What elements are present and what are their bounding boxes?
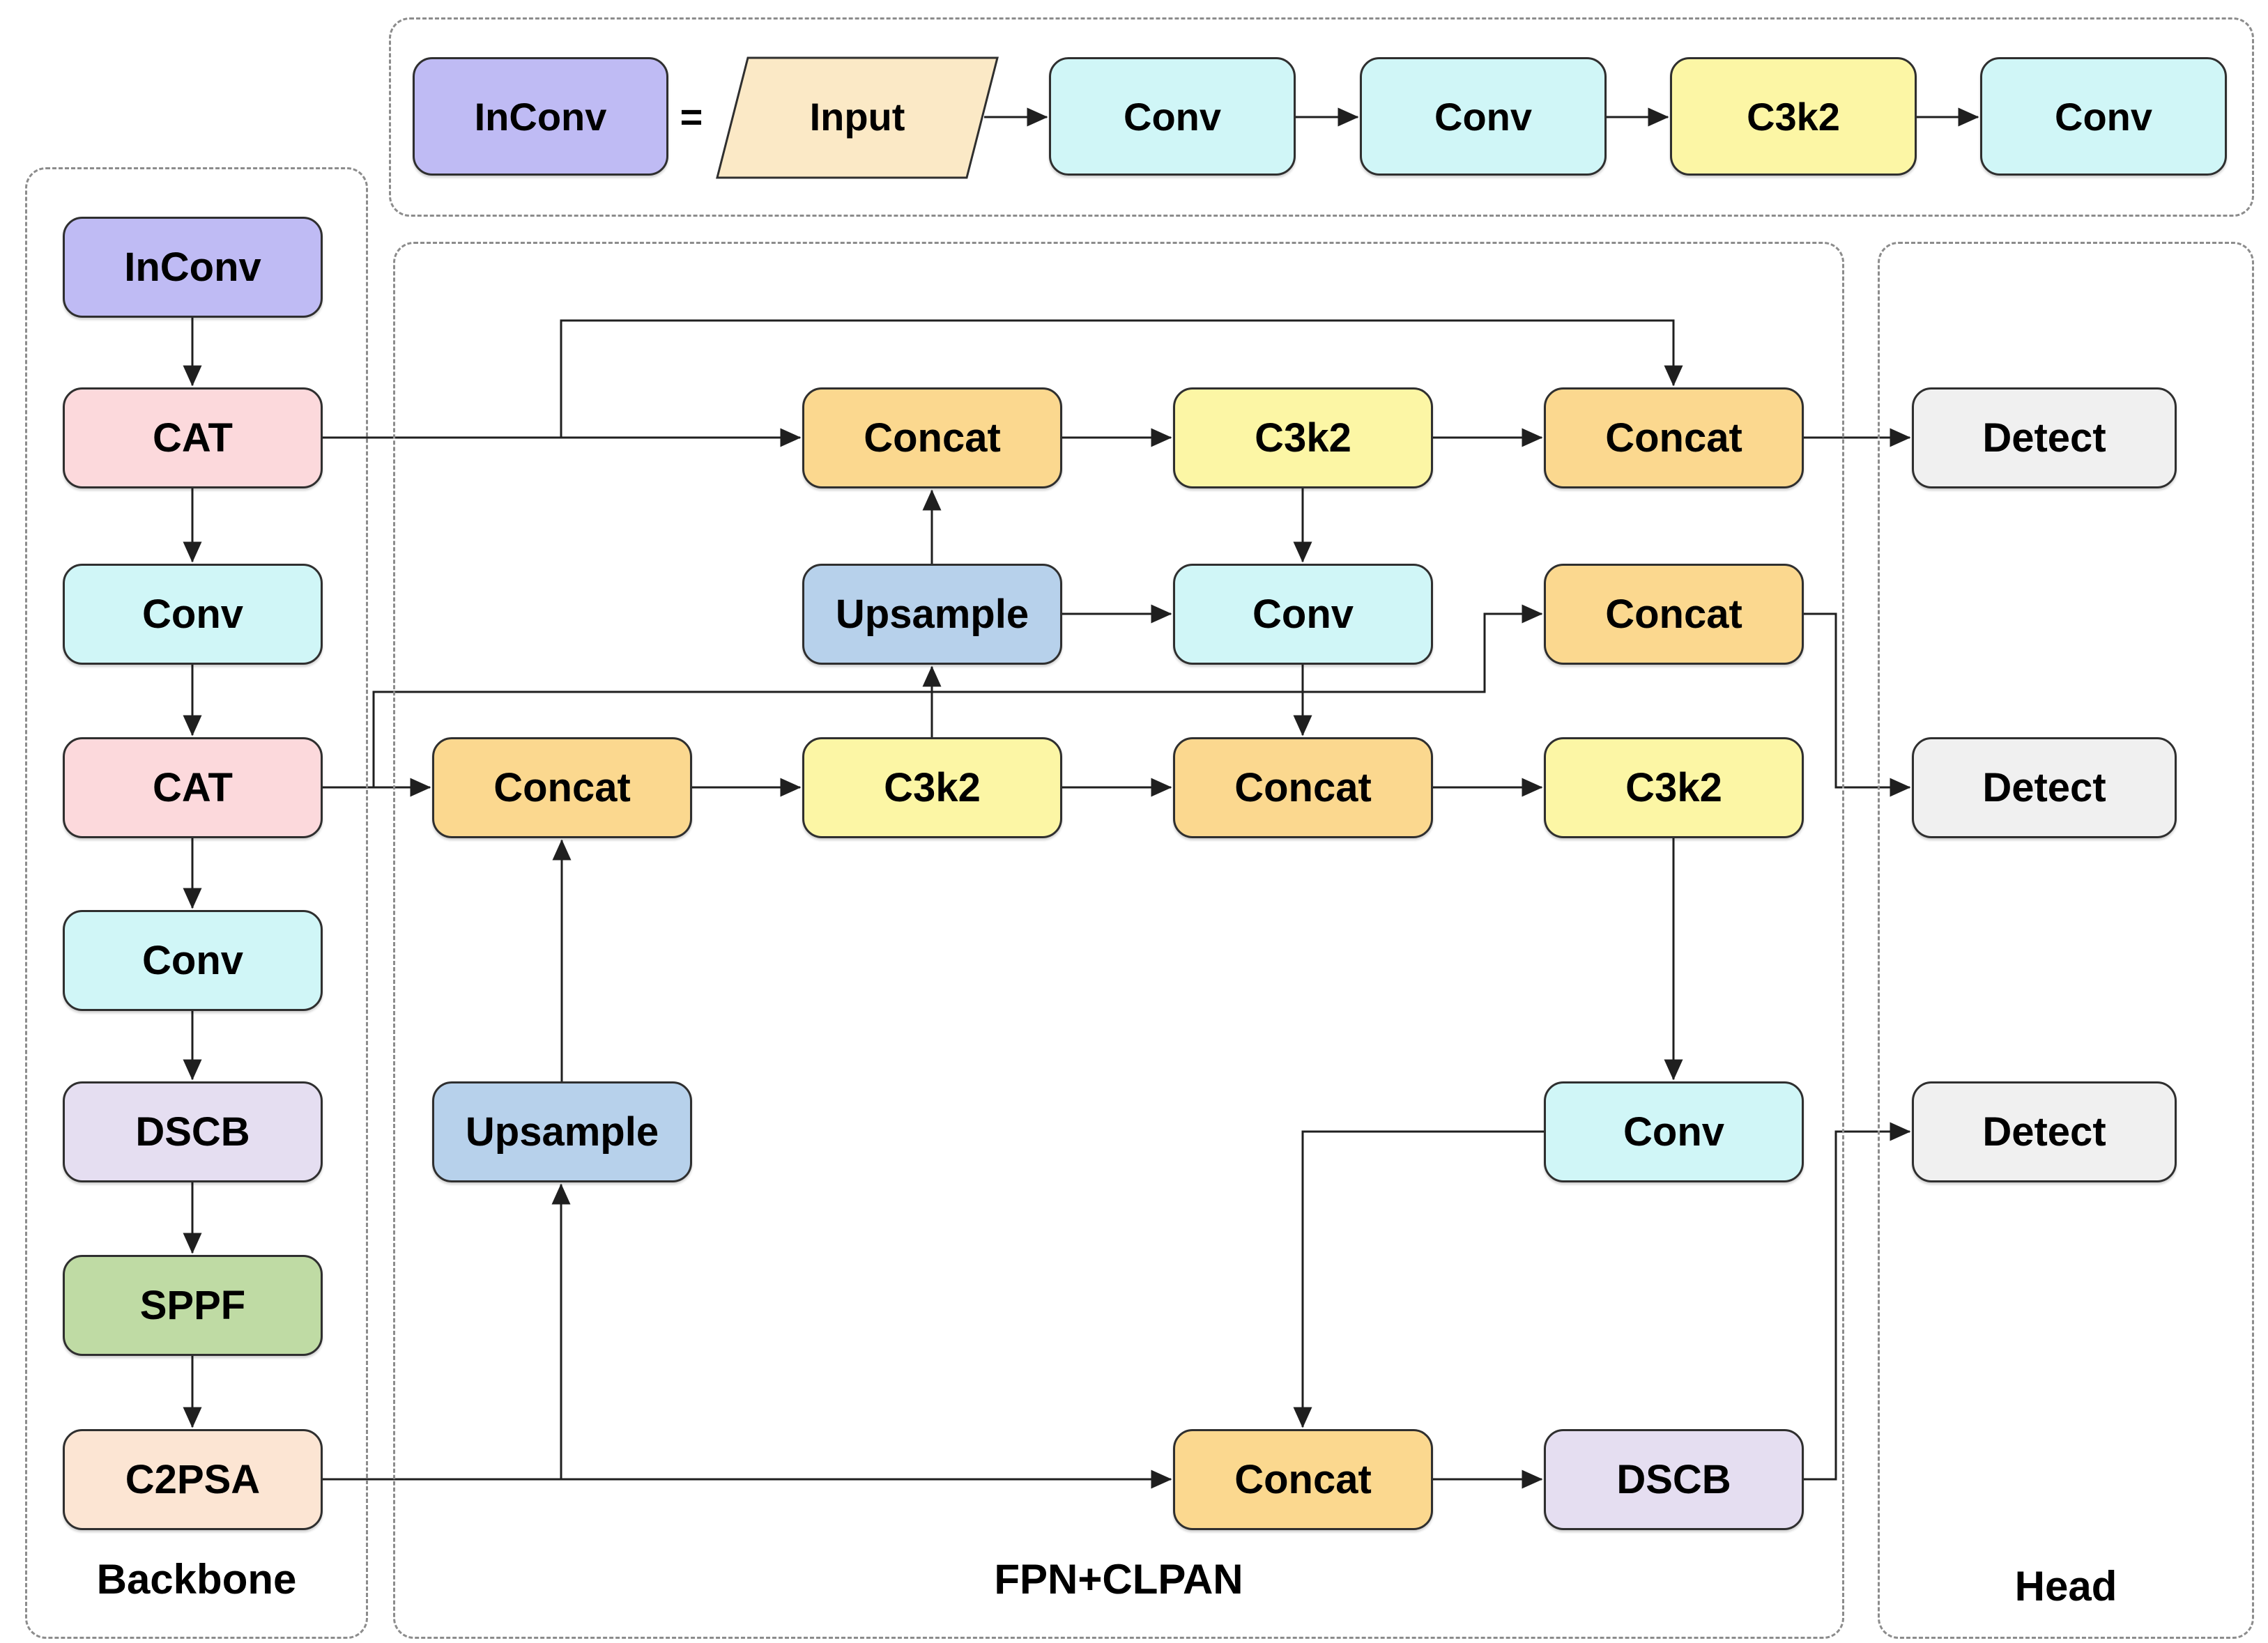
- fpn-r3-c3k2a-node: C3k2: [802, 737, 1062, 838]
- input-parallelogram-shape: [716, 56, 999, 179]
- fpn-r5-dscb-node: DSCB: [1544, 1429, 1804, 1530]
- fpn-r2-upsample-node: Upsample: [802, 564, 1062, 665]
- backbone-cat2-node: CAT: [63, 737, 323, 838]
- fpn-label: FPN+CLPAN: [994, 1556, 1243, 1603]
- fpn-r1-c3k2-node: C3k2: [1173, 387, 1433, 488]
- connector-cat2-skip-r2concat: [372, 604, 1543, 787]
- legend-conv-node-1: Conv: [1049, 57, 1296, 176]
- head-panel: [1878, 242, 2254, 1639]
- backbone-sppf-node: SPPF: [63, 1255, 323, 1356]
- connector-cat1-skip-r1concat2: [560, 319, 1683, 438]
- legend-inconv-node: InConv: [413, 57, 668, 176]
- connector-r4conv-r5concat: [1293, 1130, 1544, 1428]
- legend-panel: [389, 17, 2254, 217]
- fpn-r3-c3k2b-node: C3k2: [1544, 737, 1804, 838]
- fpn-r3-concat1-node: Concat: [432, 737, 692, 838]
- head-detect3-node: Detect: [1912, 1081, 2177, 1182]
- backbone-c2psa-node: C2PSA: [63, 1429, 323, 1530]
- backbone-label: Backbone: [96, 1556, 297, 1603]
- backbone-conv1-node: Conv: [63, 564, 323, 665]
- connector-r5dscb-detect3: [1803, 1122, 1911, 1481]
- fpn-r1-concat2-node: Concat: [1544, 387, 1804, 488]
- fpn-r2-conv-node: Conv: [1173, 564, 1433, 665]
- fpn-r4-conv-node: Conv: [1544, 1081, 1804, 1182]
- legend-c3k2-node: C3k2: [1670, 57, 1917, 176]
- fpn-r1-concat1-node: Concat: [802, 387, 1062, 488]
- head-label: Head: [2014, 1563, 2117, 1610]
- input-parallelogram: [716, 56, 999, 179]
- backbone-cat1-node: CAT: [63, 387, 323, 488]
- backbone-conv2-node: Conv: [63, 910, 323, 1011]
- head-detect1-node: Detect: [1912, 387, 2177, 488]
- backbone-inconv-node: InConv: [63, 217, 323, 318]
- fpn-panel: [393, 242, 1844, 1639]
- backbone-panel: [25, 167, 368, 1639]
- backbone-dscb-node: DSCB: [63, 1081, 323, 1182]
- head-detect2-node: Detect: [1912, 737, 2177, 838]
- fpn-r5-concat-node: Concat: [1173, 1429, 1433, 1530]
- fpn-r3-concat2-node: Concat: [1173, 737, 1433, 838]
- legend-conv-node-3: Conv: [1980, 57, 2227, 176]
- connector-r2concat-detect2: [1803, 612, 1911, 797]
- legend-input-label: Input: [809, 94, 905, 139]
- equals-sign: =: [680, 94, 703, 139]
- fpn-r4-upsample-node: Upsample: [432, 1081, 692, 1182]
- fpn-r2-concat-node: Concat: [1544, 564, 1804, 665]
- legend-conv-node-2: Conv: [1360, 57, 1607, 176]
